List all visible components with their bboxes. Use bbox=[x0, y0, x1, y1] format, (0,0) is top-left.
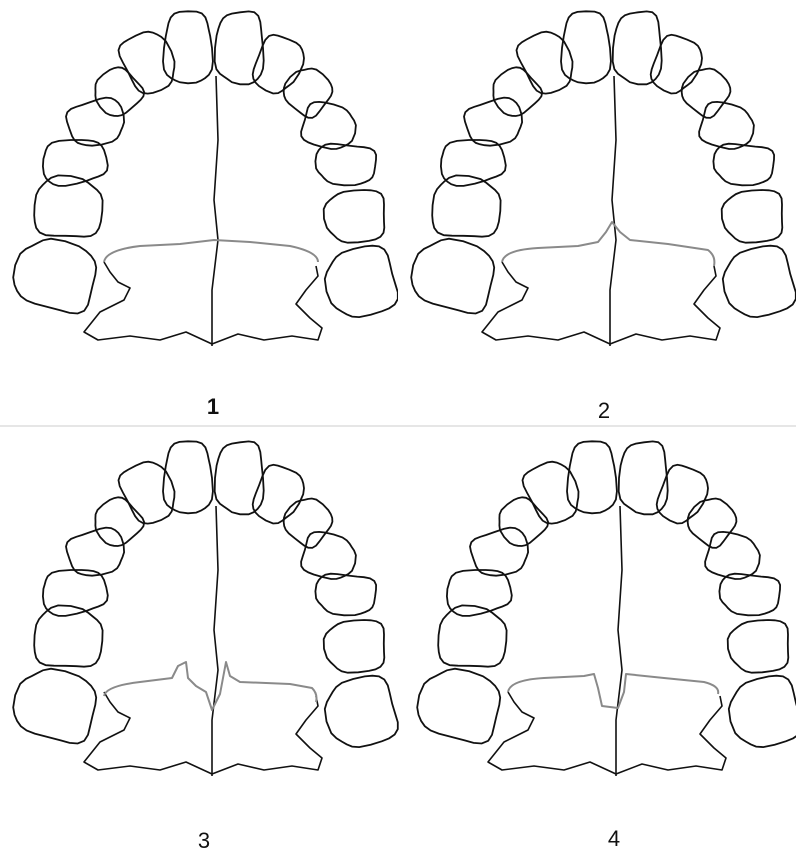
tooth-outline bbox=[411, 239, 494, 314]
tooth-outline bbox=[561, 11, 611, 83]
tooth-outline bbox=[324, 190, 385, 243]
tooth-outline bbox=[567, 441, 617, 513]
tooth-outline bbox=[253, 465, 304, 524]
arch-panel-3: 3 bbox=[0, 428, 400, 855]
palate-contour-line bbox=[502, 222, 714, 266]
tooth-outline bbox=[493, 67, 542, 116]
tooth-outline bbox=[119, 462, 175, 524]
panel-label-2: 2 bbox=[584, 398, 624, 424]
tooth-outline bbox=[315, 144, 376, 186]
tooth-outline bbox=[705, 532, 760, 579]
dental-arch-diagram-3 bbox=[0, 428, 400, 855]
tooth-outline bbox=[119, 32, 175, 94]
tooth-outline bbox=[441, 140, 506, 186]
posterior-palate-outline bbox=[84, 692, 322, 774]
panel-label-1: 1 bbox=[193, 394, 233, 420]
arch-panel-4: 4 bbox=[404, 428, 796, 855]
tooth-outline bbox=[66, 528, 124, 576]
tooth-outline bbox=[95, 497, 144, 546]
panel-label-3: 3 bbox=[184, 828, 224, 854]
tooth-outline bbox=[699, 102, 754, 149]
tooth-outline bbox=[447, 570, 512, 616]
tooth-outline bbox=[722, 190, 783, 243]
tooth-outline bbox=[43, 570, 108, 616]
tooth-outline bbox=[619, 441, 668, 514]
tooth-outline bbox=[523, 462, 579, 524]
posterior-palate-outline bbox=[84, 262, 322, 344]
tooth-outline bbox=[464, 98, 522, 146]
tooth-outline bbox=[301, 532, 356, 579]
tooth-outline bbox=[324, 620, 385, 673]
palate-contour-line bbox=[508, 674, 718, 708]
tooth-outline bbox=[163, 441, 213, 513]
arch-group-2 bbox=[411, 11, 796, 346]
dental-arch-diagram-4 bbox=[404, 428, 796, 855]
tooth-outline bbox=[417, 669, 500, 744]
arch-panel-1: 1 bbox=[0, 0, 400, 425]
tooth-outline bbox=[723, 246, 796, 317]
tooth-outline bbox=[651, 35, 702, 94]
dental-arch-diagram-1 bbox=[0, 0, 400, 425]
tooth-outline bbox=[325, 246, 398, 317]
tooth-outline bbox=[719, 574, 780, 616]
tooth-outline bbox=[215, 11, 264, 84]
tooth-outline bbox=[657, 465, 708, 524]
tooth-outline bbox=[728, 620, 789, 673]
tooth-outline bbox=[517, 32, 573, 94]
tooth-outline bbox=[13, 239, 96, 314]
tooth-outline bbox=[253, 35, 304, 94]
tooth-outline bbox=[729, 676, 796, 747]
tooth-outline bbox=[301, 102, 356, 149]
tooth-outline bbox=[95, 67, 144, 116]
tooth-outline bbox=[43, 140, 108, 186]
tooth-outline bbox=[215, 441, 264, 514]
palate-contour-line bbox=[104, 662, 317, 710]
tooth-outline bbox=[470, 528, 528, 576]
arch-panel-2: 2 bbox=[398, 0, 796, 425]
palate-contour-line bbox=[104, 240, 318, 262]
posterior-palate-outline bbox=[482, 262, 720, 344]
tooth-outline bbox=[713, 144, 774, 186]
dental-arch-diagram-2 bbox=[398, 0, 796, 425]
arch-group-3 bbox=[13, 441, 398, 776]
tooth-outline bbox=[315, 574, 376, 616]
tooth-outline bbox=[325, 676, 398, 747]
arch-group-4 bbox=[417, 441, 796, 776]
palatal-midline bbox=[212, 76, 218, 346]
tooth-outline bbox=[13, 669, 96, 744]
tooth-outline bbox=[66, 98, 124, 146]
palatal-midline bbox=[616, 506, 622, 776]
tooth-outline bbox=[499, 497, 548, 546]
tooth-outline bbox=[613, 11, 662, 84]
tooth-outline bbox=[163, 11, 213, 83]
posterior-palate-outline bbox=[488, 692, 726, 774]
palatal-midline bbox=[610, 76, 616, 346]
panel-label-4: 4 bbox=[594, 826, 634, 852]
arch-group-1 bbox=[13, 11, 398, 346]
palatal-midline bbox=[212, 506, 218, 776]
